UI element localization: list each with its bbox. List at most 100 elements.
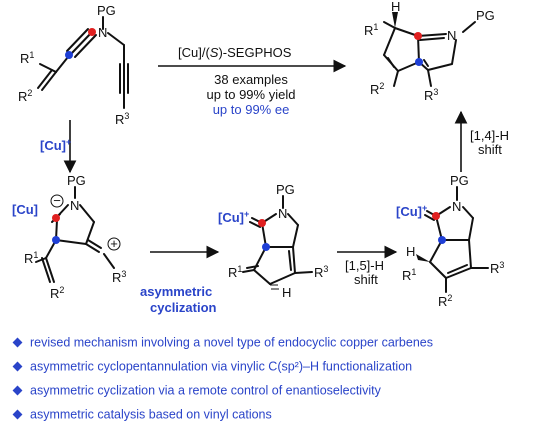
svg-text:[Cu]+: [Cu]+ — [218, 209, 249, 225]
r2-superscript: 2 — [447, 293, 452, 303]
r3-superscript: 3 — [124, 111, 129, 121]
r2-label: R — [18, 89, 27, 104]
svg-text:R1: R1 — [402, 267, 416, 283]
red-atom — [432, 212, 440, 220]
blue-atom — [65, 51, 73, 59]
shift15-line2: shift — [354, 272, 378, 287]
plus-charge-circle — [107, 237, 121, 251]
red-atom — [88, 28, 96, 36]
svg-text:[Cu]+: [Cu]+ — [40, 137, 71, 153]
diamond-bullet-icon — [12, 361, 23, 372]
diamond-bullet-icon — [12, 409, 23, 420]
svg-text:R1: R1 — [24, 250, 38, 266]
highlight-text: asymmetric cyclization via a remote cont… — [30, 383, 381, 398]
r1-label: R — [24, 251, 33, 266]
r2-superscript: 2 — [379, 81, 384, 91]
red-atom — [414, 32, 422, 40]
r2-label: R — [438, 294, 447, 309]
r1-superscript: 1 — [237, 264, 242, 274]
hydrogen-label: H — [391, 0, 400, 14]
pg-label: PG — [276, 182, 295, 197]
r1-label: R — [402, 268, 411, 283]
pg-label: PG — [67, 173, 86, 188]
minus-charge-circle — [50, 194, 64, 208]
shift15-line1: [1,5]-H — [345, 258, 384, 273]
svg-text:R1: R1 — [228, 264, 242, 280]
highlight-text: asymmetric catalysis based on vinyl cati… — [30, 407, 272, 422]
blue-atom — [415, 58, 423, 66]
r2-superscript: 2 — [27, 88, 32, 98]
catalyst-stereo: S — [210, 45, 219, 60]
ee-text: up to 99% ee — [213, 102, 290, 117]
highlight-item: asymmetric cyclization via a remote cont… — [12, 378, 527, 402]
blue-atom — [262, 243, 270, 251]
starting-ynamide: PG N R1 R2 R3 — [18, 3, 129, 127]
nitrogen-label: N — [278, 206, 287, 221]
svg-text:R2: R2 — [50, 285, 64, 301]
red-atom — [258, 219, 266, 227]
r1-superscript: 1 — [373, 22, 378, 32]
r1-label: R — [20, 51, 29, 66]
cu-charge: + — [244, 209, 249, 219]
highlight-item: revised mechanism involving a novel type… — [12, 330, 527, 354]
svg-text:[Cu]+: [Cu]+ — [396, 203, 427, 219]
svg-text:R2: R2 — [438, 293, 452, 309]
highlight-text: asymmetric cyclopentannulation via vinyl… — [30, 359, 413, 374]
nitrogen-label: N — [452, 199, 461, 214]
nitrogen-label: N — [98, 25, 107, 40]
r3-superscript: 3 — [433, 87, 438, 97]
catalyst-suffix: )-SEGPHOS — [218, 45, 291, 60]
diamond-bullet-icon — [12, 337, 23, 348]
cu-label: [Cu] — [396, 204, 422, 219]
svg-text:R1: R1 — [20, 50, 34, 66]
intermediate-3: [Cu]+ PG N H R1 R2 R3 — [396, 173, 504, 309]
cu-charge: + — [422, 203, 427, 213]
bicyclic-product: H PG N R1 R2 R3 — [364, 0, 495, 103]
cu-label: [Cu] — [12, 202, 38, 217]
cu-label: [Cu] — [218, 210, 244, 225]
red-atom — [52, 214, 60, 222]
r1-label: R — [364, 23, 373, 38]
diamond-bullet-icon — [12, 385, 23, 396]
yield-text: up to 99% yield — [207, 87, 296, 102]
hydrogen-label: H — [282, 285, 291, 300]
catalyst-prefix: [Cu]/( — [178, 45, 210, 60]
r1-label: R — [228, 265, 237, 280]
svg-text:R1: R1 — [364, 22, 378, 38]
svg-text:R3: R3 — [424, 87, 438, 103]
r3-label: R — [424, 88, 433, 103]
shift14-line2: shift — [478, 142, 502, 157]
pg-label: PG — [450, 173, 469, 188]
highlights-list: revised mechanism involving a novel type… — [12, 330, 527, 426]
svg-text:R2: R2 — [370, 81, 384, 97]
plus-charge: + — [110, 236, 118, 251]
r1-superscript: 1 — [29, 50, 34, 60]
top-reaction-arrow-group: [Cu]/(S)-SEGPHOS 38 examples up to 99% y… — [158, 45, 347, 117]
r3-label: R — [115, 112, 124, 127]
cyclization-arrow-group: asymmetric cyclization — [140, 245, 220, 315]
svg-text:R3: R3 — [112, 269, 126, 285]
r2-superscript: 2 — [59, 285, 64, 295]
svg-text:R3: R3 — [490, 260, 504, 276]
highlight-item: asymmetric cyclopentannulation via vinyl… — [12, 354, 527, 378]
r3-label: R — [490, 261, 499, 276]
r3-label: R — [314, 265, 323, 280]
svg-text:R3: R3 — [115, 111, 129, 127]
r2-label: R — [370, 82, 379, 97]
highlight-item: asymmetric catalysis based on vinyl cati… — [12, 402, 527, 426]
cyclization-line1: asymmetric — [140, 284, 212, 299]
nitrogen-label: N — [447, 28, 456, 43]
nitrogen-label: N — [70, 198, 79, 213]
right-arrow-group: [1,4]-H shift — [454, 110, 509, 172]
cu-catalyst-label: [Cu] — [40, 138, 66, 153]
intermediate-2: [Cu]+ PG N R1 R3 H — [218, 182, 328, 300]
svg-text:R2: R2 — [18, 88, 32, 104]
r3-superscript: 3 — [499, 260, 504, 270]
r3-superscript: 3 — [121, 269, 126, 279]
hydrogen-label: H — [406, 244, 415, 259]
svg-text:[Cu]/(S)-SEGPHOS: [Cu]/(S)-SEGPHOS — [178, 45, 292, 60]
blue-atom — [438, 236, 446, 244]
shift14-line1: [1,4]-H — [470, 128, 509, 143]
blue-atom — [52, 236, 60, 244]
